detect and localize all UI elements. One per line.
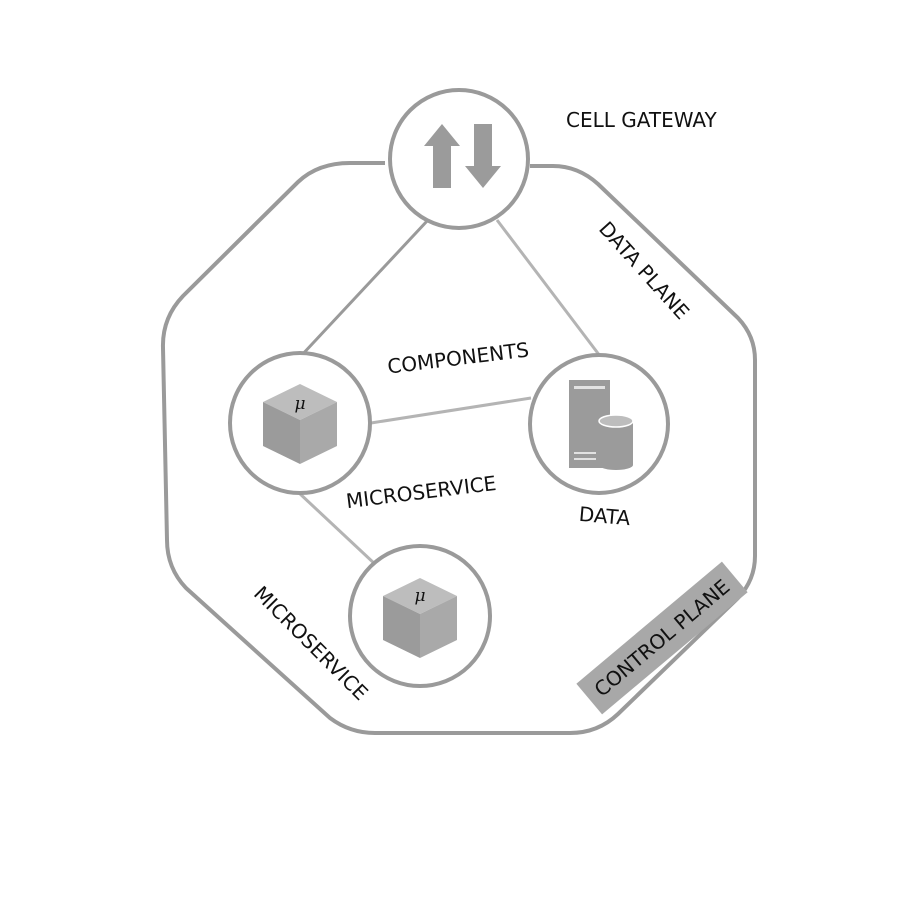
microservice-node-center: μ [228,351,372,495]
control-plane-label: CONTROL PLANE [590,575,735,702]
cube-icon: μ [263,384,337,464]
microservice-node-bottom: μ [348,544,492,688]
components-label: COMPONENTS [386,337,530,378]
connector-microservice-data [370,396,532,425]
up-down-arrows-icon [424,124,501,188]
connector-microservice-microservice [296,490,378,567]
data-node [528,353,670,495]
cell-gateway-node [388,88,530,230]
server-database-icon [569,380,634,470]
cell-gateway-label: CELL GATEWAY [566,108,718,132]
data-plane-label: DATA PLANE [594,217,694,324]
mu-symbol: μ [294,394,305,414]
connector-gateway-microservice [298,218,430,359]
mu-symbol: μ [414,586,425,606]
data-label: DATA [578,502,632,530]
microservice-center-label: MICROSERVICE [345,471,498,513]
connector-gateway-data [495,219,602,357]
cube-icon: μ [383,578,457,658]
cell-boundary [160,161,757,735]
control-plane-badge: CONTROL PLANE [576,561,748,715]
